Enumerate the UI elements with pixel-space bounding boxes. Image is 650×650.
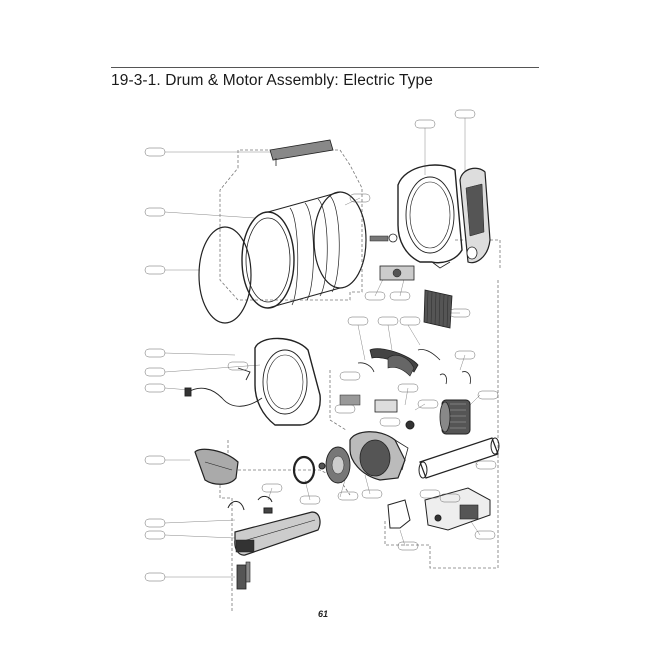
filter-housing (459, 167, 491, 264)
sensor-parts (339, 371, 471, 430)
support-clips (227, 495, 273, 514)
support-post (236, 561, 251, 590)
lint-filter (423, 289, 453, 329)
title-rule (111, 67, 539, 68)
blower-housing (349, 431, 409, 481)
front-bulkhead (254, 337, 321, 426)
base-duct (234, 511, 321, 556)
page-title: 19-3-1. Drum & Motor Assembly: Electric … (111, 72, 433, 89)
wire-harness (184, 367, 263, 407)
heater-duct (418, 437, 500, 479)
gasket-ring (292, 455, 316, 485)
drum-shaft-parts (369, 233, 415, 281)
motor-mount-bracket (387, 487, 491, 531)
blower-fan (318, 446, 351, 484)
drum-lifter-bracket (269, 139, 334, 166)
motor (439, 399, 471, 435)
front-duct (194, 448, 239, 485)
page-number: 61 (318, 609, 329, 619)
rear-bulkhead (397, 164, 463, 269)
drum (241, 191, 367, 309)
drum-belt (198, 226, 252, 324)
part-callouts (144, 109, 499, 582)
heater-parts (357, 348, 441, 377)
